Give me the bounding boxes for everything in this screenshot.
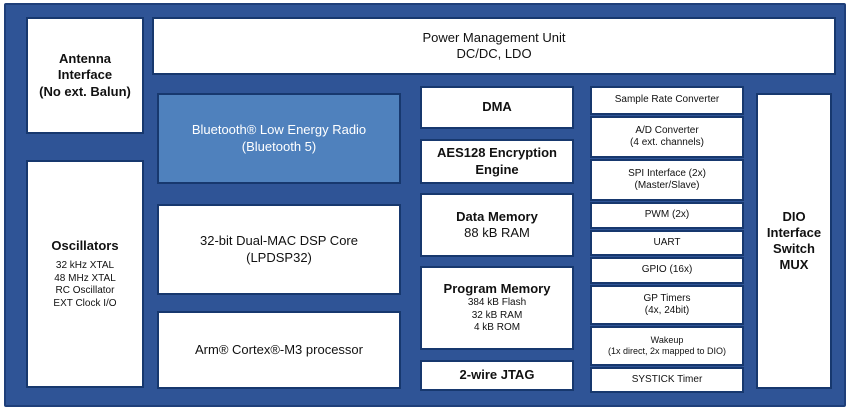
jtag-block: 2-wire JTAG (420, 360, 574, 391)
radio-line-1: Bluetooth® Low Energy Radio (191, 122, 367, 138)
dsp-core-block: 32-bit Dual-MAC DSP Core (LPDSP32) (157, 204, 401, 295)
antenna-line-2: Interface (57, 67, 113, 83)
dsp-line-2: (LPDSP32) (246, 249, 312, 265)
oscillators-title: Oscillators (51, 237, 119, 253)
program-memory-block: Program Memory 384 kB Flash 32 kB RAM 4 … (420, 266, 574, 350)
antenna-interface-block: Antenna Interface (No ext. Balun) (26, 17, 144, 134)
dsp-line-1: 32-bit Dual-MAC DSP Core (200, 233, 358, 249)
arm-cortex-block: Arm® Cortex®-M3 processor (157, 311, 401, 389)
dio-line-3: Switch (773, 241, 815, 256)
peripheral-systick-timer: SYSTICK Timer (590, 367, 744, 393)
antenna-line-3: (No ext. Balun) (39, 83, 131, 99)
bluetooth-radio-block: Bluetooth® Low Energy Radio (Bluetooth 5… (157, 93, 401, 184)
dma-block: DMA (420, 86, 574, 129)
peripheral-uart: UART (590, 230, 744, 256)
dio-line-2: Interface (766, 224, 822, 240)
oscillators-block: Oscillators 32 kHz XTAL 48 MHz XTAL RC O… (26, 160, 144, 388)
oscillator-item-4: EXT Clock I/O (53, 297, 117, 309)
dio-interface-switch-mux-block: DIO Interface Switch MUX (756, 93, 832, 389)
oscillator-item-2: 48 MHz XTAL (54, 272, 116, 284)
peripheral-gpio: GPIO (16x) (590, 257, 744, 284)
dio-line-1: DIO (782, 208, 806, 224)
data-memory-title: Data Memory (456, 208, 538, 224)
oscillator-item-3: RC Oscillator (55, 285, 115, 297)
peripheral-spi-interface: SPI Interface (2x) (Master/Slave) (590, 159, 744, 201)
program-memory-ram: 32 kB RAM (471, 309, 523, 321)
peripheral-pwm: PWM (2x) (590, 202, 744, 229)
pmu-subtitle: DC/DC, LDO (456, 46, 532, 61)
antenna-line-1: Antenna (59, 51, 111, 67)
radio-line-2: (Bluetooth 5) (241, 138, 317, 154)
program-memory-flash: 384 kB Flash (467, 297, 527, 309)
pmu-title: Power Management Unit (422, 29, 566, 45)
aes-line-1: AES128 Encryption (437, 145, 557, 161)
jtag-label: 2-wire JTAG (459, 367, 535, 383)
aes-encryption-block: AES128 Encryption Engine (420, 139, 574, 184)
aes-line-2: Engine (475, 161, 519, 177)
dio-line-4: MUX (779, 257, 809, 273)
data-memory-block: Data Memory 88 kB RAM (420, 193, 574, 257)
program-memory-title: Program Memory (443, 281, 551, 297)
data-memory-detail: 88 kB RAM (464, 225, 530, 240)
power-management-unit-block: Power Management Unit DC/DC, LDO (152, 17, 836, 75)
program-memory-rom: 4 kB ROM (473, 322, 521, 334)
dma-label: DMA (482, 99, 512, 115)
peripheral-ad-converter: A/D Converter (4 ext. channels) (590, 116, 744, 158)
arm-label: Arm® Cortex®-M3 processor (195, 341, 363, 357)
peripheral-wakeup: Wakeup (1x direct, 2x mapped to DIO) (590, 326, 744, 366)
peripheral-sample-rate-converter: Sample Rate Converter (590, 86, 744, 115)
peripheral-gp-timers: GP Timers (4x, 24bit) (590, 285, 744, 325)
oscillator-item-1: 32 kHz XTAL (55, 260, 115, 272)
